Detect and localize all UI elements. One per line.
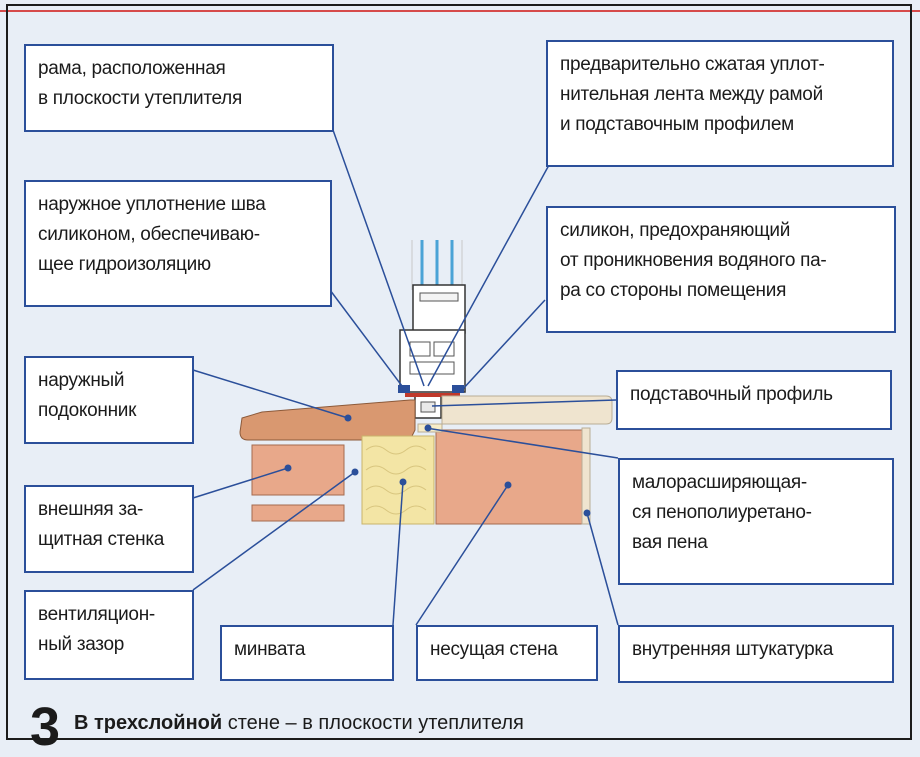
label-external-silicone-seal: наружное уплотнение шва силиконом, обесп…	[24, 180, 332, 307]
figure-number: 3	[30, 697, 61, 757]
label-stand-profile: подставочный профиль	[616, 370, 892, 430]
label-frame-in-insulation-plane: рама, расположенная в плоскости утеплите…	[24, 44, 334, 132]
window-glass	[411, 240, 463, 290]
mineral-wool-shape	[361, 435, 435, 525]
caption-text: В трехслойной стене – в плоскости утепли…	[74, 712, 524, 735]
leader-lines	[192, 129, 619, 626]
inner-plaster-shape	[581, 427, 591, 525]
caption-bold: В трехслойной	[74, 712, 223, 734]
label-interior-plaster: внутренняя штукатурка	[618, 625, 894, 683]
mineral-wool-texture	[365, 445, 427, 515]
external-sill-shape	[239, 399, 416, 441]
top-rule	[0, 10, 920, 12]
label-ventilation-gap: вентиляцион- ный зазор	[24, 590, 194, 680]
label-pu-foam: малорасширяющая- ся пенополиуретано- вая…	[618, 458, 894, 585]
bearing-wall-shape	[435, 429, 583, 525]
external-wall-brick	[251, 444, 345, 496]
label-external-windowsill: наружный подоконник	[24, 356, 194, 444]
label-bearing-wall: несущая стена	[416, 625, 598, 681]
inner-sill-board	[441, 395, 613, 425]
stand-profile-inner	[420, 401, 436, 413]
image-frame	[6, 4, 912, 740]
label-precompressed-sealing-tape: предварительно сжатая уплот- нительная л…	[546, 40, 894, 167]
label-external-protective-wall: внешняя за- щитная стенка	[24, 485, 194, 573]
leader-dots	[284, 414, 591, 517]
caption-rest: стене – в плоскости утеплителя	[222, 712, 524, 734]
sealing-tape	[405, 393, 460, 397]
label-interior-silicone-vapor: силикон, предохраняющий от проникновения…	[546, 206, 896, 333]
label-mineral-wool: минвата	[220, 625, 394, 681]
